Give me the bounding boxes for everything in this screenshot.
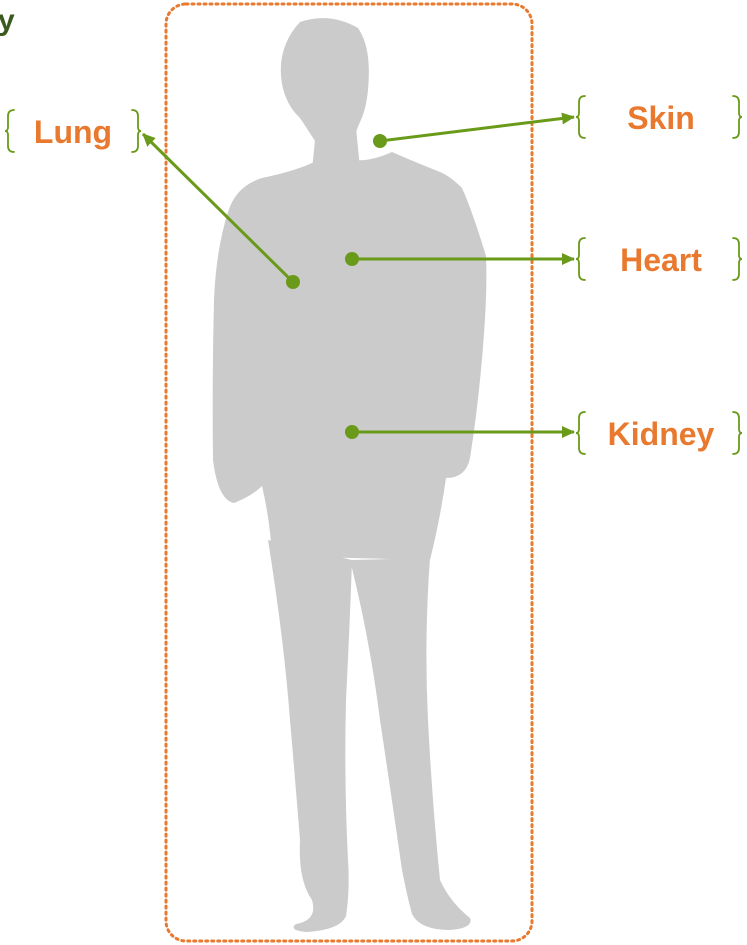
lung-bracket-right (132, 110, 141, 152)
heart-bracket-right (733, 238, 742, 280)
lung-label: Lung (34, 114, 112, 150)
heart-label: Heart (620, 242, 702, 278)
skin-label: Skin (627, 100, 695, 136)
kidney-bracket-left (576, 412, 585, 454)
heart-bracket-left (576, 238, 585, 280)
human-silhouette (213, 18, 487, 932)
lung-bracket-left (5, 110, 14, 152)
kidney-label: Kidney (608, 416, 715, 452)
kidney-bracket-right (733, 412, 742, 454)
skin-bracket-right (733, 96, 742, 138)
skin-arrow (380, 117, 574, 141)
skin-bracket-left (576, 96, 585, 138)
